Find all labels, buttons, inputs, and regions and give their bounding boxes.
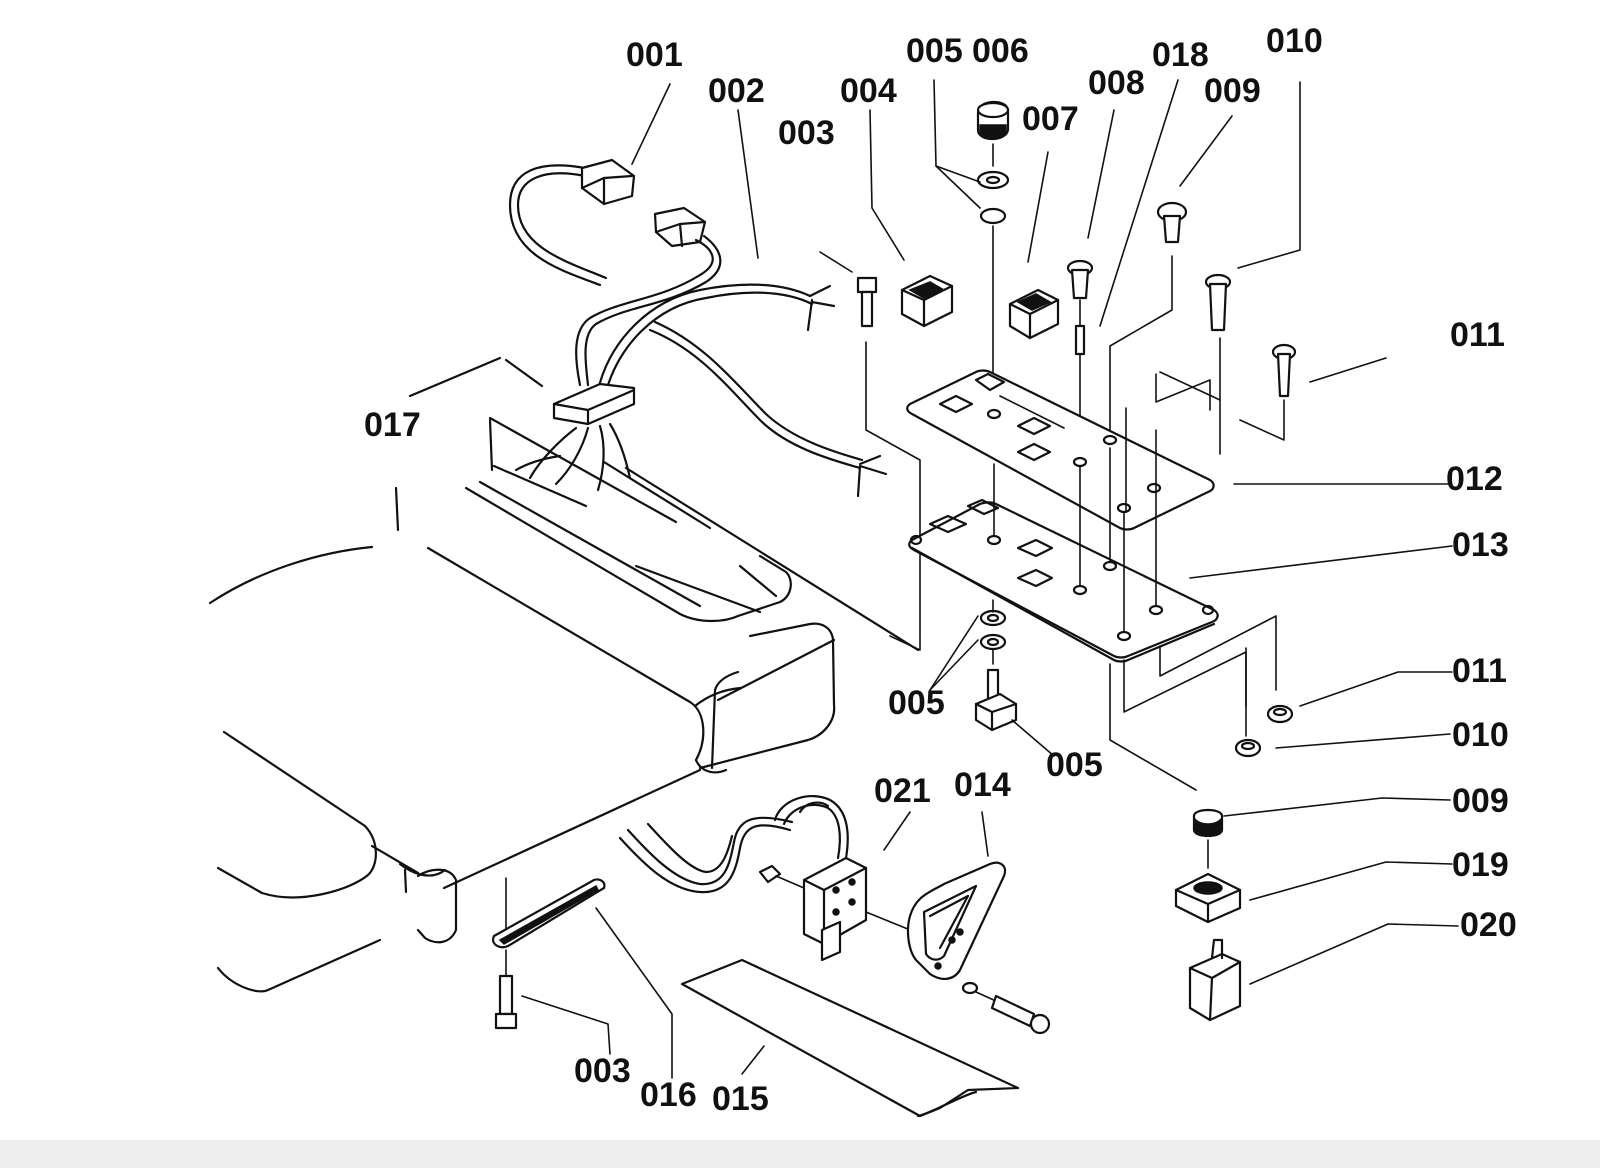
- label-011-top: 011: [1450, 316, 1505, 354]
- label-017: 017: [364, 406, 421, 444]
- hinge-021: [618, 795, 931, 962]
- label-018: 018: [1152, 36, 1209, 74]
- label-002: 002: [708, 72, 765, 110]
- label-006: 006: [972, 32, 1029, 70]
- knob-006: [976, 100, 1010, 413]
- label-013: 013: [1452, 526, 1509, 564]
- label-014: 014: [954, 766, 1011, 804]
- label-007: 007: [1022, 100, 1079, 138]
- strap-016: [492, 877, 606, 1030]
- label-015: 015: [712, 1080, 769, 1118]
- label-004: 004: [840, 72, 897, 110]
- label-019: 019: [1452, 846, 1509, 884]
- handle-arm-014: [906, 861, 1051, 1035]
- label-003-top: 003: [778, 114, 835, 152]
- label-012: 012: [1446, 460, 1503, 498]
- wiring-harness-002: [508, 158, 888, 498]
- label-020: 020: [1460, 906, 1517, 944]
- screw-003-top: [856, 276, 921, 651]
- part-labels: 001 002 003 004 005 006 007 008 018 009 …: [364, 22, 1517, 1118]
- cover-015: [680, 958, 1020, 1118]
- label-010-bottom: 010: [1452, 716, 1509, 754]
- label-003-bottom: 003: [574, 1052, 631, 1090]
- leader-lines: [521, 79, 1459, 1079]
- label-008: 008: [1088, 64, 1145, 102]
- label-010-top: 010: [1266, 22, 1323, 60]
- label-005-top: 005: [906, 32, 963, 70]
- label-005-mid: 005: [888, 684, 945, 722]
- switch-004: [900, 274, 954, 328]
- label-011-bottom: 011: [1452, 652, 1507, 690]
- panel-013: [908, 429, 1219, 663]
- label-016: 016: [640, 1076, 697, 1114]
- label-009-bottom: 009: [1452, 782, 1509, 820]
- bottom-strip: [0, 1140, 1600, 1168]
- pins-top: [1066, 201, 1297, 461]
- label-005-low: 005: [1046, 746, 1103, 784]
- label-001: 001: [626, 36, 683, 74]
- under-panel-parts: [974, 599, 1294, 1022]
- label-009-top: 009: [1204, 72, 1261, 110]
- switch-007: [1008, 288, 1060, 340]
- seat-base-017: [208, 356, 920, 993]
- panel-012: [906, 369, 1215, 531]
- label-021: 021: [874, 772, 931, 810]
